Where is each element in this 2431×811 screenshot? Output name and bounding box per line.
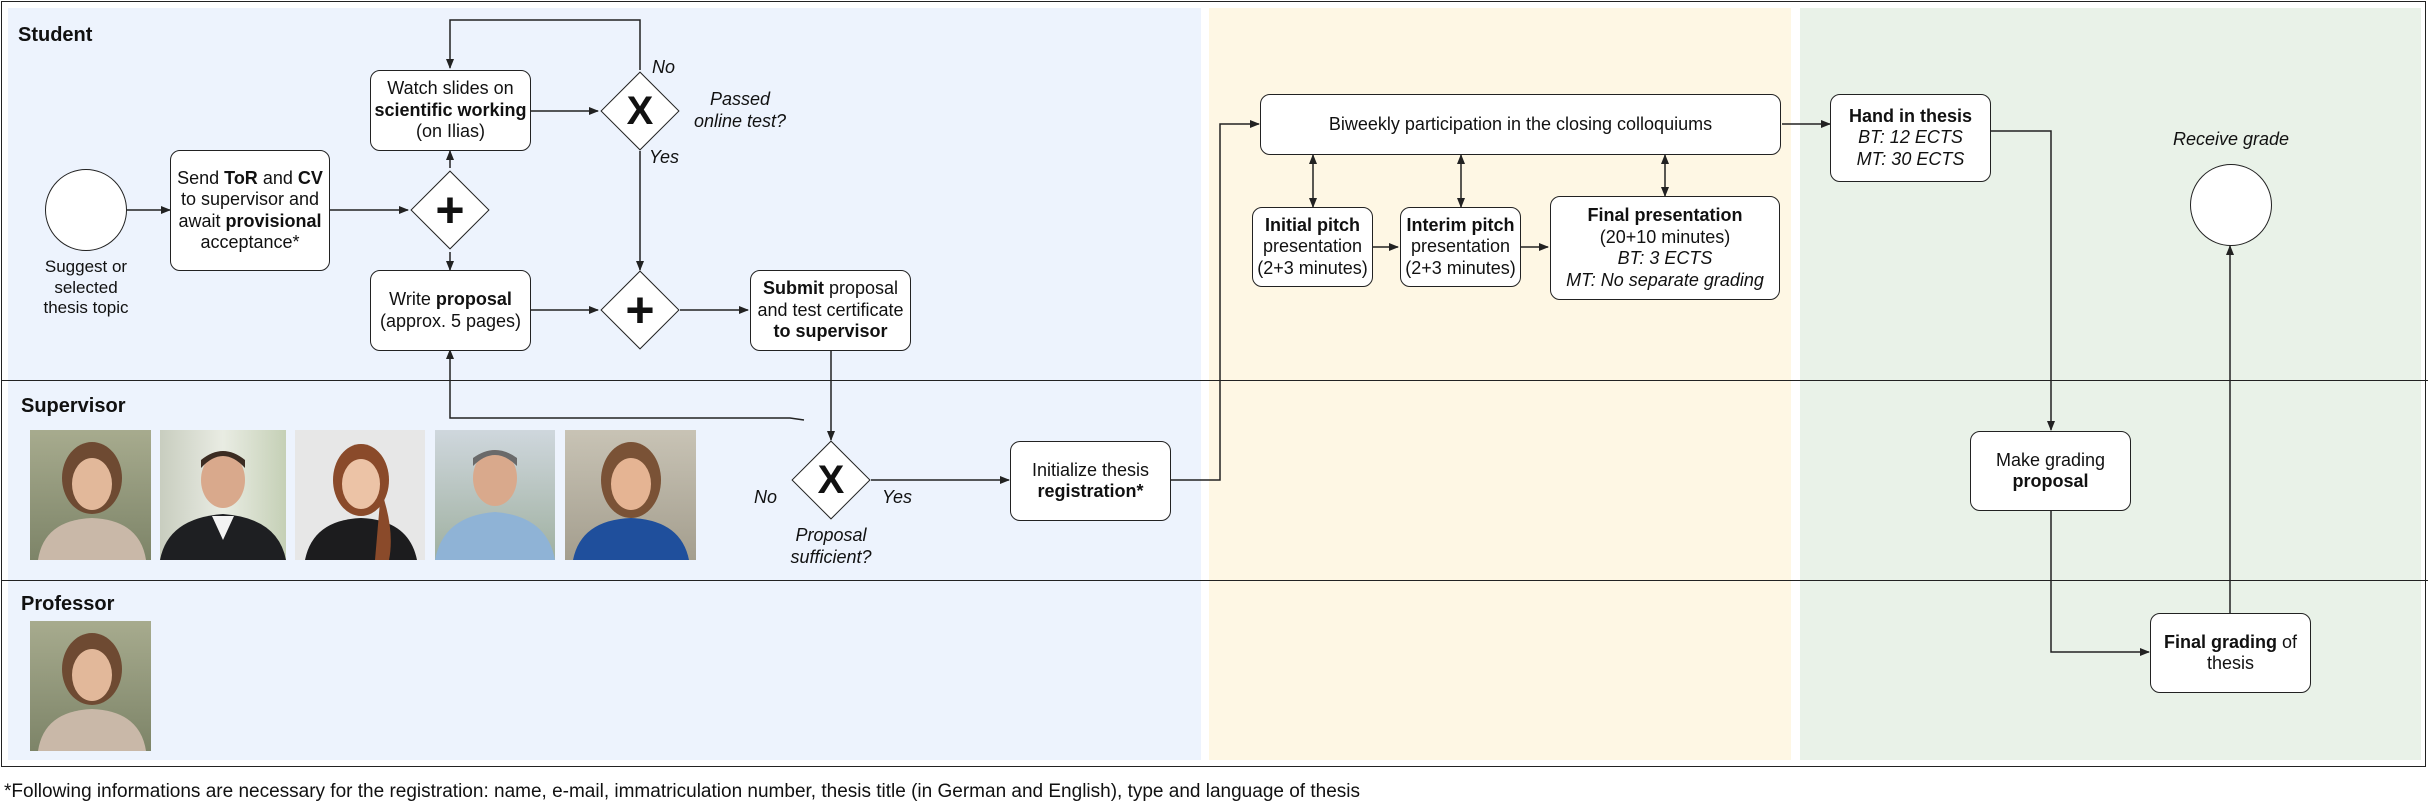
end-event [2190,164,2272,246]
plus-icon: + [435,182,465,238]
lane-label-student: Student [18,24,93,46]
task-send-tor-cv: Send ToR and CV to supervisor and await … [170,150,330,271]
end-event-label: Receive grade [2172,129,2290,149]
supervisor-photo-4 [435,430,555,560]
lane-divider-1 [2,380,2428,381]
gateway-proposal-yes-label: Yes [882,487,913,507]
supervisor-photo-2 [160,430,286,560]
person-icon [305,444,417,560]
task-submit-proposal: Submit proposal and test certificate to … [750,270,911,351]
supervisor-photo-1 [30,430,151,560]
person-icon [38,633,146,751]
professor-photo [30,621,151,751]
person-icon [160,451,286,560]
plus-icon: + [625,282,655,338]
x-icon: X [817,457,845,502]
lane-label-professor: Professor [21,593,115,615]
person-icon [435,450,555,560]
lane-divider-2 [2,580,2428,581]
task-final-grading: Final grading of thesis [2150,613,2311,693]
supervisor-photo-3 [295,430,425,560]
x-icon: X [626,88,654,133]
footnote: *Following informations are necessary fo… [4,781,1360,802]
gateway-test-yes-label: Yes [649,147,680,167]
person-icon [573,442,689,560]
task-write-proposal: Write proposal (approx. 5 pages) [370,270,531,351]
start-event [45,169,127,251]
task-watch-slides: Watch slides on scientific working (on I… [370,70,531,151]
phase-band-1 [8,8,1201,760]
task-grading-proposal: Make grading proposal [1970,431,2131,511]
diagram-frame [1,1,2426,767]
task-initialize-registration: Initialize thesis registration* [1010,441,1171,521]
person-icon [38,442,146,560]
task-initial-pitch: Initial pitch presentation (2+3 minutes) [1252,207,1373,287]
task-final-presentation: Final presentation (20+10 minutes) BT: 3… [1550,196,1780,300]
task-interim-pitch: Interim pitch presentation (2+3 minutes) [1400,207,1521,287]
lane-label-supervisor: Supervisor [21,395,126,417]
gateway-proposal-no-label: No [754,487,778,507]
task-closing-colloquiums: Biweekly participation in the closing co… [1260,94,1781,155]
gateway-test-no-label: No [652,57,676,77]
task-hand-in-thesis: Hand in thesis BT: 12 ECTS MT: 30 ECTS [1830,94,1991,182]
supervisor-photo-5 [565,430,696,560]
